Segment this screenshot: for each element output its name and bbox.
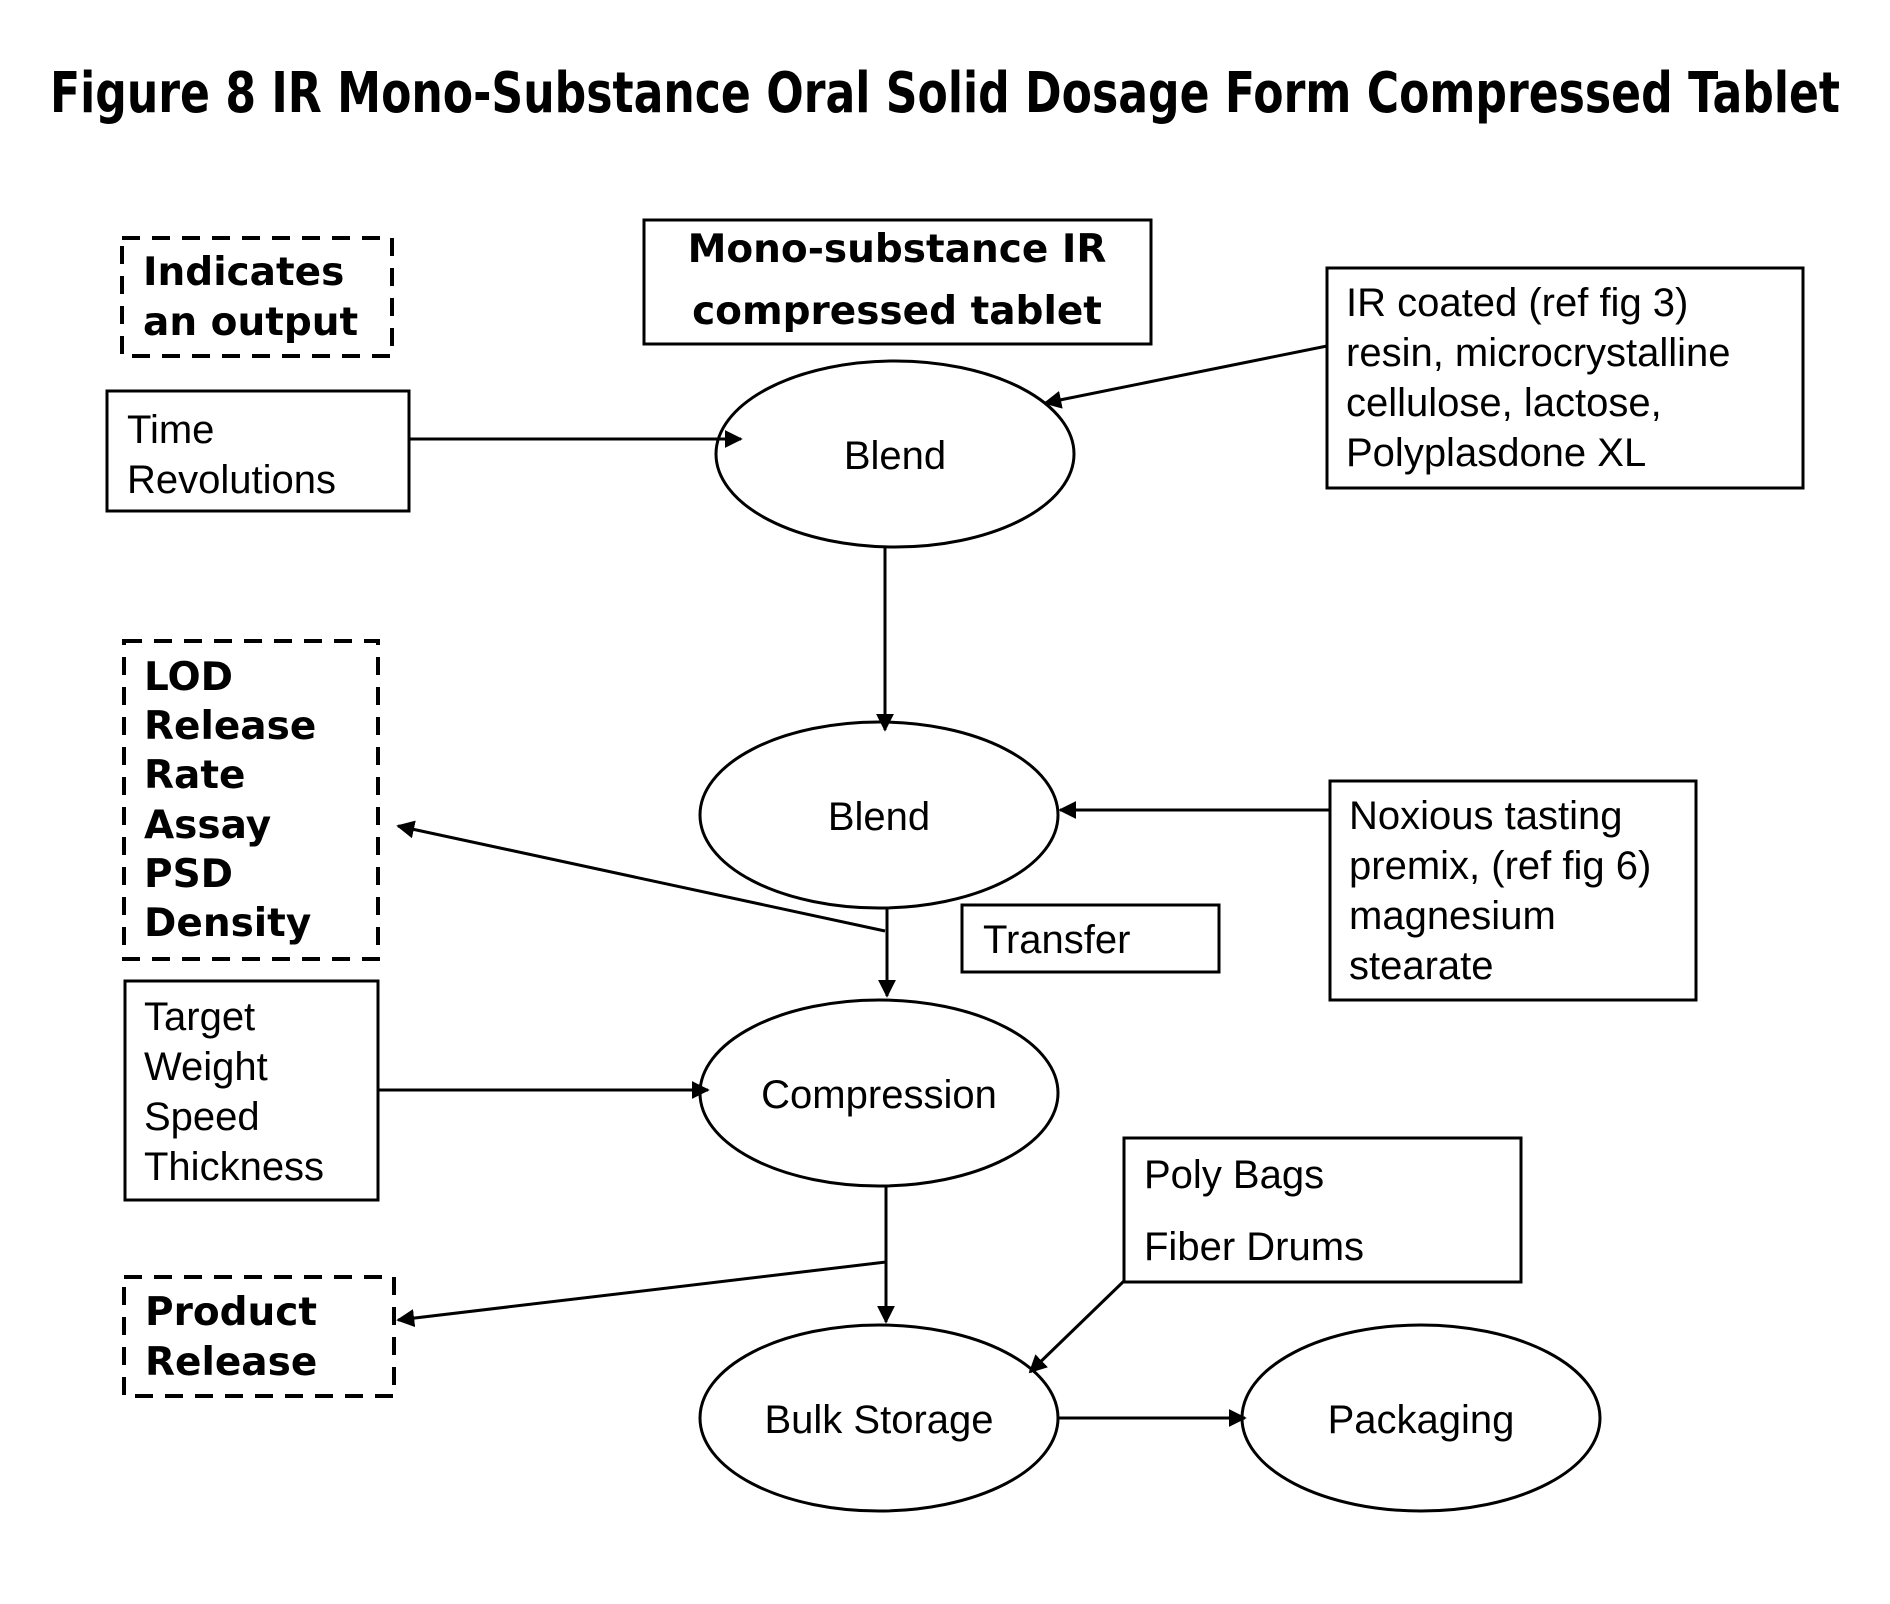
ir-coated-line-3: cellulose, lactose, [1346, 381, 1662, 425]
node-packaging-label: Packaging [1328, 1398, 1515, 1442]
node-blend-1-label: Blend [844, 434, 946, 478]
output-product-release-box: Product Release [124, 1277, 394, 1396]
input-time-label: Time [127, 408, 214, 452]
transfer-box: Transfer [962, 905, 1219, 972]
node-compression-label: Compression [761, 1073, 997, 1117]
node-bulk-storage: Bulk Storage [700, 1325, 1058, 1511]
input-noxious-box: Noxious tasting premix, (ref fig 6) magn… [1330, 781, 1696, 1000]
ir-coated-line-2: resin, microcrystalline [1346, 331, 1731, 375]
output-lod: LOD [144, 655, 233, 700]
noxious-line-2: premix, (ref fig 6) [1349, 844, 1651, 888]
container-poly-bags: Poly Bags [1144, 1153, 1324, 1197]
param-target: Target [144, 995, 255, 1039]
figure-title: Figure 8 IR Mono-Substance Oral Solid Do… [50, 61, 1840, 126]
param-thickness: Thickness [144, 1145, 324, 1189]
node-packaging: Packaging [1242, 1325, 1600, 1511]
edge-ir-coated-to-blend1 [1045, 346, 1327, 403]
edge-compression-to-release [398, 1262, 886, 1320]
output-release: Release [144, 704, 316, 749]
legend-line-1: Indicates [143, 250, 344, 295]
noxious-line-1: Noxious tasting [1349, 794, 1622, 838]
legend-output-box: Indicates an output [122, 238, 392, 356]
transfer-label: Transfer [983, 918, 1130, 962]
output-tests-box: LOD Release Rate Assay PSD Density [124, 641, 378, 959]
param-speed: Speed [144, 1095, 260, 1139]
legend-line-2: an output [143, 300, 358, 345]
header-line-1: Mono-substance IR [688, 227, 1107, 272]
edge-containers-to-bulk [1030, 1281, 1124, 1372]
product-release-line-2: Release [145, 1340, 317, 1385]
input-time-revolutions-box: Time Revolutions [107, 391, 409, 511]
product-release-line-1: Product [145, 1290, 317, 1335]
node-compression: Compression [700, 1000, 1058, 1186]
input-containers-box: Poly Bags Fiber Drums [1124, 1138, 1521, 1282]
header-box: Mono-substance IR compressed tablet [644, 220, 1151, 344]
noxious-line-3: magnesium [1349, 894, 1556, 938]
container-fiber-drums: Fiber Drums [1144, 1225, 1364, 1269]
node-blend-2: Blend [700, 722, 1058, 908]
output-rate: Rate [144, 753, 245, 798]
ir-coated-line-1: IR coated (ref fig 3) [1346, 281, 1688, 325]
header-line-2: compressed tablet [692, 289, 1102, 334]
node-blend-2-label: Blend [828, 795, 930, 839]
ir-coated-line-4: Polyplasdone XL [1346, 431, 1646, 475]
node-blend-1: Blend [716, 361, 1074, 547]
input-revolutions-label: Revolutions [127, 458, 336, 502]
output-density: Density [144, 901, 311, 946]
output-assay: Assay [144, 803, 271, 848]
noxious-line-4: stearate [1349, 944, 1494, 988]
param-weight: Weight [144, 1045, 268, 1089]
node-bulk-storage-label: Bulk Storage [764, 1398, 993, 1442]
output-psd: PSD [144, 852, 233, 897]
input-ir-coated-box: IR coated (ref fig 3) resin, microcrysta… [1327, 268, 1803, 488]
input-compression-params-box: Target Weight Speed Thickness [125, 981, 378, 1200]
